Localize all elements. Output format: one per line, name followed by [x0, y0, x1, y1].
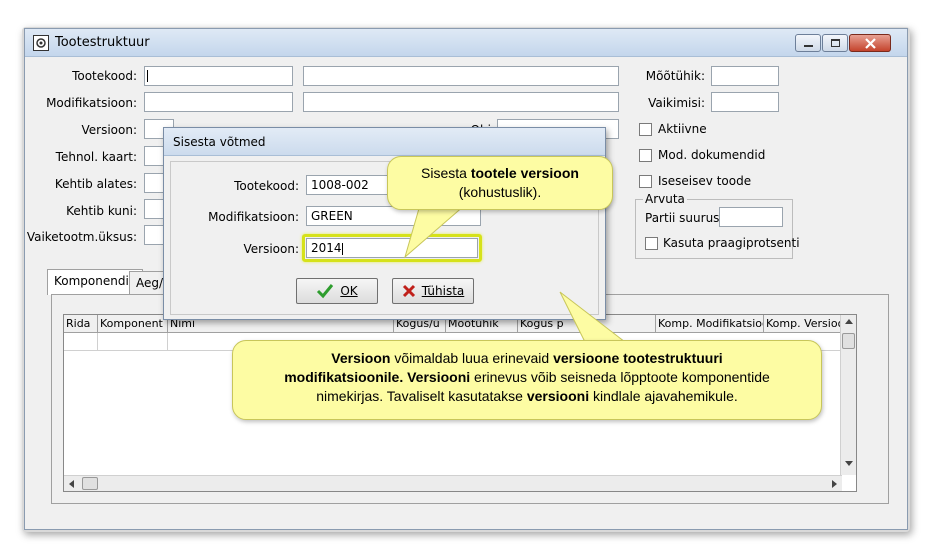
title-bar: Tootestruktuur — [25, 29, 907, 57]
tooltip-small-line2: (kohustuslik). — [458, 184, 542, 200]
tt-p7: erinevus võib seisneda lõpptoote kompone… — [470, 369, 770, 385]
cancel-button[interactable]: Tühista — [392, 278, 474, 304]
mod-dokumendid-checkbox[interactable] — [639, 149, 652, 162]
tt-p2: võimaldab luua erinevaid — [390, 350, 554, 366]
vaikimisi-field[interactable] — [711, 92, 779, 112]
maximize-button[interactable] — [822, 34, 848, 52]
dialog-versioon-field[interactable]: 2014 — [306, 238, 478, 258]
column-header[interactable]: Komp. Modifikatsioo — [656, 315, 764, 333]
vaiketootm-label: Vaiketootm.üksus: — [26, 230, 137, 244]
tooltip-small-pointer — [404, 205, 466, 259]
tehnol-kaart-label: Tehnol. kaart: — [55, 150, 137, 164]
tooltip-small-bold: tootele versioon — [470, 165, 579, 181]
modifikatsioon-nimi-field[interactable] — [303, 92, 619, 112]
versioon-label: Versioon: — [81, 123, 137, 137]
arvuta-group-title: Arvuta — [643, 192, 687, 206]
scroll-down-icon[interactable] — [845, 461, 853, 466]
iseseisev-toode-checkbox[interactable] — [639, 175, 652, 188]
app-icon — [33, 35, 49, 51]
arvuta-group — [635, 199, 793, 259]
minimize-button[interactable] — [795, 34, 821, 52]
tootekood-field[interactable] — [144, 66, 293, 86]
partii-suurus-field[interactable] — [719, 207, 783, 227]
close-button[interactable] — [849, 34, 891, 52]
tt-p9: versiooni — [526, 388, 590, 404]
vaikimisi-label: Vaikimisi: — [648, 96, 705, 110]
checkmark-icon — [317, 284, 334, 299]
scroll-up-icon[interactable] — [845, 319, 853, 324]
ok-label: OK — [340, 284, 358, 298]
column-header[interactable]: Komp. Versioon — [764, 315, 844, 333]
tootekood-label: Tootekood: — [72, 69, 137, 83]
dialog-tootekood-label: Tootekood: — [234, 179, 299, 193]
dialog-title-bar: Sisesta võtmed — [164, 128, 605, 156]
minimize-icon — [804, 45, 813, 47]
aktiivne-label: Aktiivne — [658, 122, 707, 136]
aktiivne-checkbox[interactable] — [639, 123, 652, 136]
dialog-versioon-label: Versioon: — [243, 242, 299, 256]
kehtib-kuni-label: Kehtib kuni: — [66, 204, 137, 218]
partii-suurus-label: Partii suurus: — [645, 211, 724, 225]
tooltip-small-prefix: Sisesta — [421, 165, 471, 181]
mootuhik-field[interactable] — [711, 66, 779, 86]
dialog-title: Sisesta võtmed — [173, 135, 266, 149]
modifikatsioon-field[interactable] — [144, 92, 293, 112]
scroll-right-icon[interactable] — [832, 480, 837, 488]
tab-komponendid[interactable]: Komponendid — [47, 269, 144, 295]
tt-p10: kindlale ajavahemikule. — [589, 388, 738, 404]
iseseisev-toode-label: Iseseisev toode — [658, 174, 752, 188]
column-header[interactable]: Rida — [64, 315, 98, 333]
window-title: Tootestruktuur — [55, 35, 150, 50]
dialog-versioon-value: 2014 — [311, 241, 342, 255]
kasuta-praagiprotsenti-label: Kasuta praagiprotsenti — [663, 236, 800, 250]
close-icon — [865, 38, 876, 49]
mod-dokumendid-label: Mod. dokumendid — [658, 148, 766, 162]
tt-p8: nimekirjas. Tavaliselt kasutatakse — [316, 388, 527, 404]
cross-icon — [402, 284, 415, 298]
mootuhik-label: Mõõtühik: — [645, 69, 705, 83]
versioon-highlight — [302, 234, 482, 262]
tab-komponendid-label: Komponendid — [54, 274, 137, 288]
modifikatsioon-label: Modifikatsioon: — [46, 96, 137, 110]
tt-p4: modifikatsioonile. — [284, 369, 404, 385]
maximize-icon — [831, 39, 840, 47]
tt-p3: versioone tootestruktuuri — [553, 350, 723, 366]
horizontal-scrollbar[interactable] — [64, 475, 842, 491]
kasuta-praagiprotsenti-checkbox[interactable] — [645, 237, 658, 250]
scroll-left-icon[interactable] — [69, 480, 74, 488]
dialog-modifikatsioon-label: Modifikatsioon: — [208, 210, 299, 224]
toote-nimi-field[interactable] — [303, 66, 619, 86]
vertical-scrollbar[interactable] — [840, 315, 856, 475]
hscroll-thumb[interactable] — [82, 477, 98, 490]
tt-p1: Versioon — [331, 350, 391, 366]
tooltip-version-hint: Sisesta tootele versioon (kohustuslik). — [387, 156, 613, 210]
ok-button[interactable]: OK — [296, 278, 378, 304]
column-header[interactable]: Komponent — [98, 315, 168, 333]
scroll-thumb[interactable] — [842, 333, 855, 349]
cancel-label: Tühista — [421, 284, 465, 298]
tooltip-version-explanation: Versioon võimaldab luua erinevaid versio… — [232, 340, 822, 420]
tab-aeg-label: Aeg/t — [136, 276, 168, 290]
kehtib-alates-label: Kehtib alates: — [54, 177, 137, 191]
tt-p6: Versiooni — [407, 369, 471, 385]
